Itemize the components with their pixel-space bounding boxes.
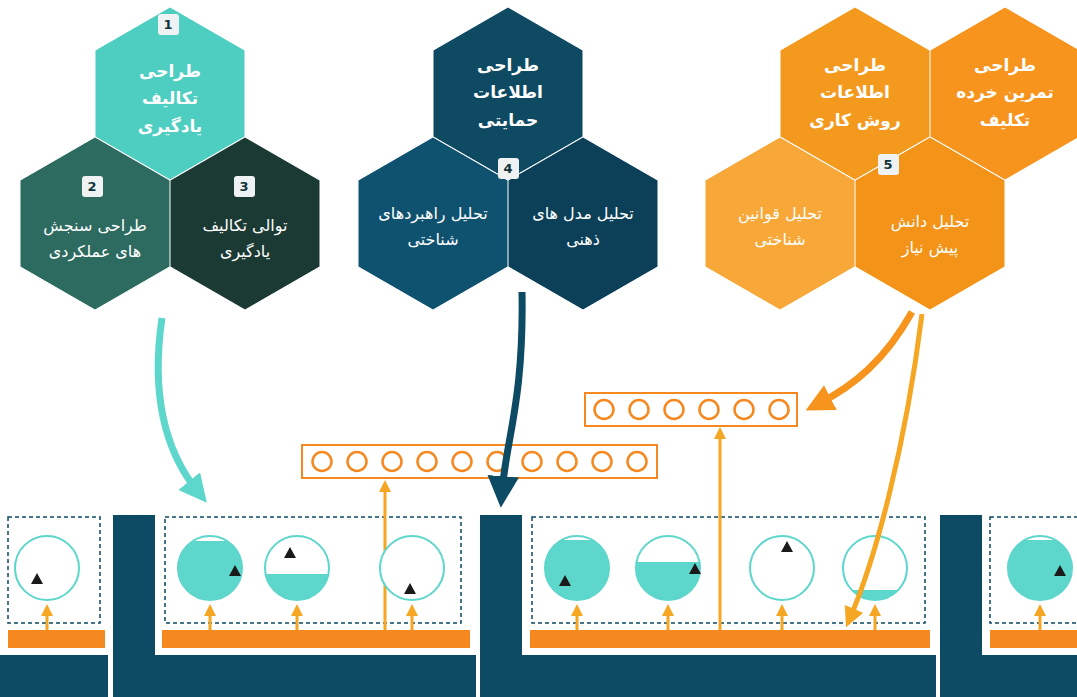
callout-number: 5 (878, 154, 899, 175)
hexagon-label: طراحی سنجش های عملکردی (39, 213, 151, 264)
hexagon-text-area: تحلیل مدل های ذهنی (508, 137, 658, 310)
callout-number: 3 (234, 176, 255, 197)
hexagon-text-area: تحلیل راهبردهای شناختی (358, 137, 508, 310)
hexagon-label: توالی تکالیف یادگیری (189, 213, 301, 264)
hexagon-label: تحلیل قوانین شناختی (724, 201, 836, 252)
hexagon-outline (170, 137, 320, 310)
hexagon-text-area: توالی تکالیف یادگیری (170, 137, 320, 310)
hexagon-node: طراحی سنجش های عملکردی (20, 137, 170, 310)
callout-number: 2 (82, 176, 103, 197)
hexagon-node: تحلیل راهبردهای شناختی (358, 137, 508, 310)
hexagon-node: تحلیل قوانین شناختی (705, 137, 855, 310)
hexagon-label: تحلیل مدل های ذهنی (527, 201, 639, 252)
callout-number: 1 (158, 14, 179, 35)
hexagon-outline (20, 137, 170, 310)
hexagon-node: تحلیل مدل های ذهنی (508, 137, 658, 310)
callout-number: 4 (498, 158, 519, 179)
hexagon-outline (705, 137, 855, 310)
hexagon-label: طراحی تمرین خرده تکلیف (949, 52, 1061, 134)
hexagon-label: تحلیل راهبردهای شناختی (377, 201, 489, 252)
hexagon-text-area: طراحی سنجش های عملکردی (20, 137, 170, 310)
hexagon-outline (855, 137, 1005, 310)
hexagon-label: تحلیل دانش پیش نیاز (874, 209, 986, 260)
hexagon-text-area: تحلیل قوانین شناختی (705, 137, 855, 310)
hexagon-label: طراحی اطلاعات حمایتی (452, 52, 564, 134)
hexagon-label: طراحی تکالیف یادگیری (114, 58, 226, 140)
hexagon-outline (508, 137, 658, 310)
hexagon-label: طراحی اطلاعات روش کاری (799, 52, 911, 134)
hexagon-node: توالی تکالیف یادگیری (170, 137, 320, 310)
hexagon-outline (358, 137, 508, 310)
